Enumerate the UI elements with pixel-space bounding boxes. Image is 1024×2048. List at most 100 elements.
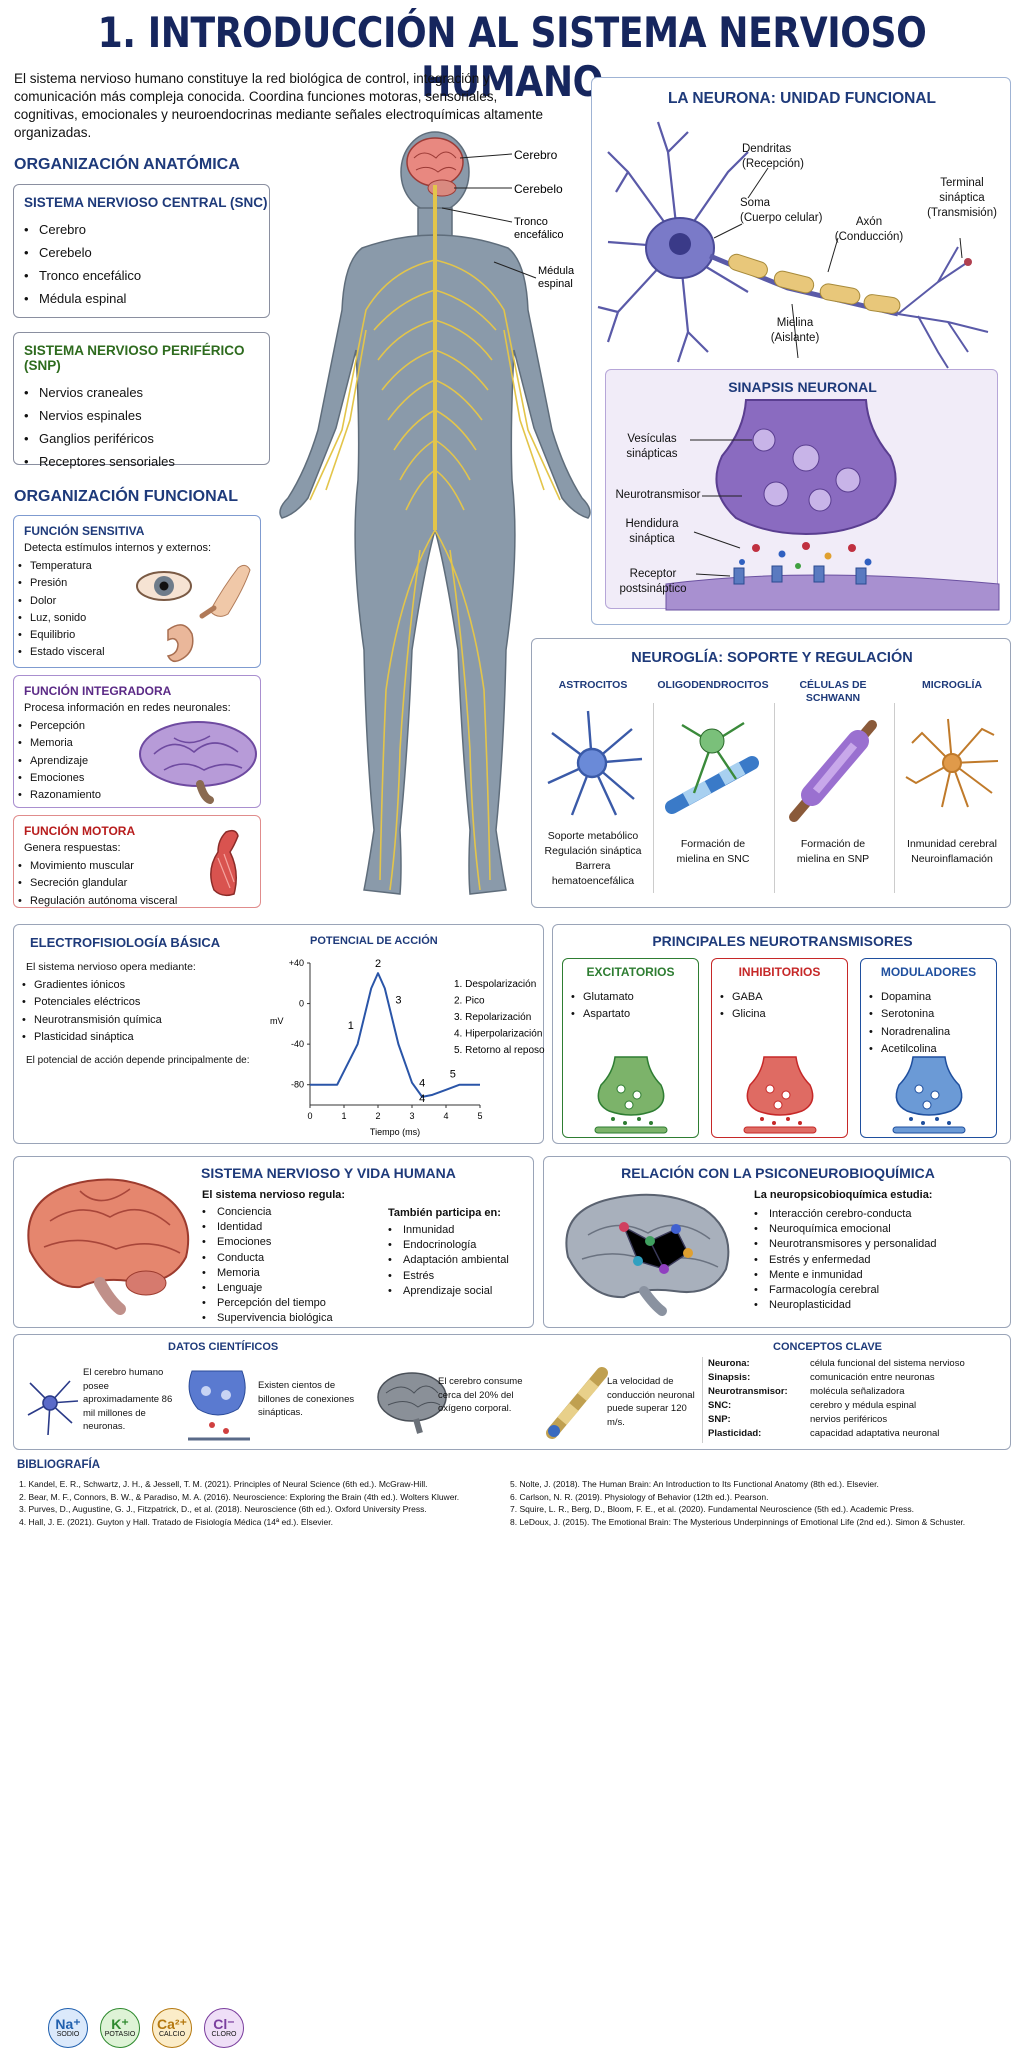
neurotransmitter-dots [739, 542, 872, 569]
list-item: Endocrinología [378, 1238, 509, 1253]
phase-label: 4 [419, 1093, 425, 1105]
electro-sub: El sistema nervioso opera mediante: [26, 961, 196, 973]
snc-box: SISTEMA NERVIOSO CENTRAL (SNC) Cerebro C… [13, 184, 270, 318]
neuron-panel: LA NEURONA: UNIDAD FUNCIONAL Dendritas (… [591, 77, 1011, 625]
phase-label: 3 [395, 995, 401, 1007]
brain-sagittal-icon [27, 1178, 190, 1315]
integ-title: FUNCIÓN INTEGRADORA [24, 684, 172, 698]
fact-4: La velocidad de conducción neuronal pued… [607, 1376, 695, 1428]
brain-purple-icon [139, 721, 257, 804]
nucleus-icon [669, 233, 691, 255]
vida-sub2: También participa en: [388, 1207, 501, 1219]
cerebellum-icon [427, 179, 457, 197]
senses-illustration [136, 564, 251, 663]
phase-label: 5 [450, 1069, 456, 1081]
list-item: Supervivencia biológica [192, 1311, 333, 1326]
concept-row: Neurona:célula funcional del sistema ner… [708, 1357, 965, 1371]
x-tick-label: 1 [341, 1111, 346, 1121]
list-item: Plasticidad sináptica [18, 1029, 162, 1047]
nt-terminal [895, 1056, 963, 1116]
ion-symbol: Cl⁻ [213, 2016, 235, 2032]
body-label-cerebro: Cerebro [514, 148, 558, 162]
concept-definition: nervios periféricos [810, 1414, 888, 1425]
list-item: Regulación autónoma visceral [14, 893, 260, 911]
list-item: Percepción del tiempo [192, 1296, 333, 1311]
bib-entry: 4. Hall, J. E. (2021). Guyton y Hall. Tr… [19, 1516, 334, 1527]
hand-icon [199, 564, 251, 619]
nt-column-title: MODULADORES [880, 965, 977, 979]
list-item: Neurotransmisores y personalidad [744, 1237, 937, 1252]
bib-title: BIBLIOGRAFÍA [17, 1459, 101, 1471]
intro-text: El sistema nervioso humano constituye la… [14, 71, 544, 140]
x-tick-label: 0 [307, 1111, 312, 1121]
nt-terminal [597, 1056, 665, 1116]
glia-illustrations [547, 710, 999, 822]
nt-membrane [594, 1126, 668, 1134]
nt-column-inhibitorios: INHIBITORIOSGABAGlicina [711, 958, 848, 1138]
glia-name-micro: MICROGLÍA [921, 679, 983, 691]
glia-desc-schwann: Formación de mielina en SNP [796, 838, 870, 865]
vida-list: Conciencia Identidad Emociones Conducta … [192, 1205, 333, 1327]
label-leaders [441, 153, 537, 279]
postsynaptic-membrane [665, 574, 1000, 611]
motor-title: FUNCIÓN MOTORA [24, 824, 136, 838]
list-item: Aprendizaje [14, 753, 260, 771]
axon-terminals [897, 246, 989, 369]
concept-row: Sinapsis:comunicación entre neuronas [708, 1371, 965, 1385]
facts-icons [27, 1367, 608, 1441]
list-item: Aprendizaje social [378, 1284, 509, 1299]
nerves [309, 185, 561, 891]
vida-list2: Inmunidad Endocrinología Adaptación ambi… [378, 1223, 509, 1299]
arm-muscle-icon [210, 829, 239, 897]
electro-title: ELECTROFISIOLOGÍA BÁSICA [30, 935, 221, 950]
list-item: Cerebro [14, 218, 269, 241]
list-item: Inmunidad [378, 1223, 509, 1238]
bib-entry: 1. Kandel, E. R., Schwartz, J. H., & Jes… [19, 1479, 428, 1489]
list-item: Interacción cerebro-conducta [744, 1207, 937, 1222]
nt-vesicle [616, 1084, 626, 1094]
glia-name-astro: ASTROCITOS [558, 679, 628, 691]
neuron-illustration [597, 121, 989, 369]
x-tick-label: 5 [477, 1111, 482, 1121]
concept-definition: cerebro y médula espinal [810, 1400, 917, 1411]
ion-calcio: Ca²⁺CALCIO [152, 2008, 192, 2048]
list-item: GABA [716, 989, 847, 1007]
vesicles [752, 428, 861, 512]
list-item: Dolor [14, 593, 260, 611]
list-item: Aspartato [567, 1006, 698, 1024]
astrocyte-icon [547, 710, 643, 816]
phase-label: 2 [375, 958, 381, 970]
integ-box: FUNCIÓN INTEGRADORA Procesa información … [13, 675, 261, 808]
nt-vesicle [781, 1090, 791, 1100]
nt-vesicle [624, 1100, 634, 1110]
legend-entry: 4. Hiperpolarización [454, 1029, 542, 1040]
bib-entry: 6. Carlson, N. R. (2019). Physiology of … [510, 1491, 769, 1502]
x-axis-label: Tiempo (ms) [370, 1127, 420, 1137]
nt-terminal [746, 1056, 814, 1116]
snp-title: SISTEMA NERVIOSO PERIFÉRICO (SNP) [24, 343, 245, 373]
ear-icon [166, 624, 194, 663]
key-concepts-table: Neurona:célula funcional del sistema ner… [708, 1357, 965, 1441]
nt-title: PRINCIPALES NEUROTRANSMISORES [652, 933, 913, 949]
list-item: Nervios craneales [14, 381, 269, 404]
label-neurotransmisor: Neurotransmisor [615, 489, 701, 501]
concept-term: Sinapsis: [708, 1372, 751, 1383]
label-vesiculas: Vesículas sinápticas [626, 433, 678, 460]
nt-vesicle [765, 1084, 775, 1094]
snc-list: Cerebro Cerebelo Tronco encefálico Médul… [14, 218, 269, 310]
ion-name: SODIO [56, 2031, 80, 2038]
electro-depends: El potencial de acción depende principal… [26, 1055, 250, 1066]
list-item: Gradientes iónicos [18, 977, 162, 995]
y-tick-label: +40 [289, 958, 304, 968]
ion-name: CALCIO [158, 2031, 186, 2038]
legend-entry: 5. Retorno al reposo [454, 1045, 545, 1056]
nt-molecule [786, 1117, 790, 1121]
sens-box: FUNCIÓN SENSITIVA Detecta estímulos inte… [13, 515, 261, 668]
bib-left: 1. Kandel, E. R., Schwartz, J. H., & Jes… [19, 1478, 505, 1528]
list-item: Percepción [14, 718, 260, 736]
list-item: Movimiento muscular [14, 858, 260, 876]
x-tick-label: 2 [375, 1111, 380, 1121]
list-item: Tronco encefálico [14, 264, 269, 287]
neuron-small-icon [27, 1380, 79, 1436]
